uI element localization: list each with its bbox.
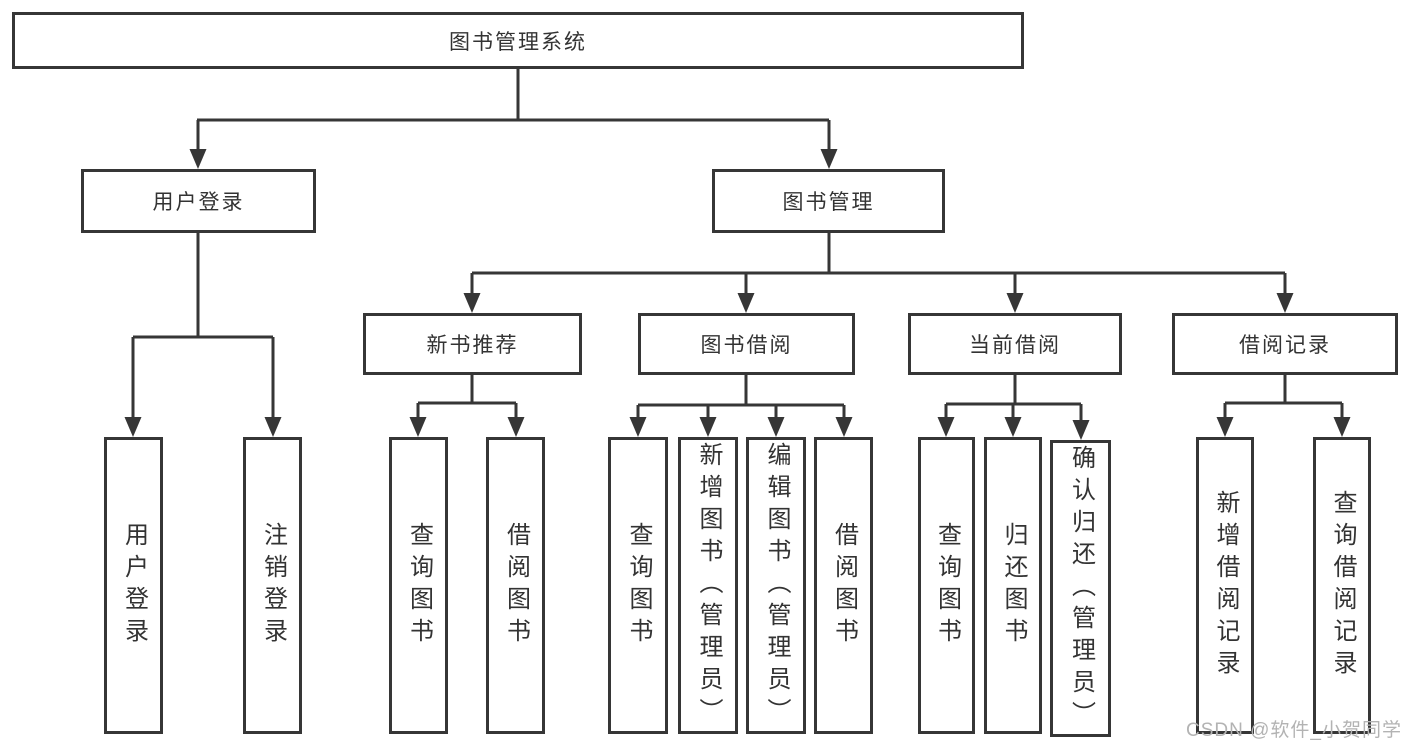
leaf-borrowing-add-books-admin-label: 新增图书（管理员）: [695, 441, 722, 730]
arrowhead-leaf-bb-borrow: [835, 417, 853, 437]
arrowhead-leaf-bb-edit: [767, 417, 785, 437]
node-borrowing-records: 借阅记录: [1172, 313, 1398, 375]
connector-records-to-leaves: [1223, 374, 1344, 420]
leaf-user-login: 用户登录: [104, 437, 163, 734]
connector-userlogin-to-leaves: [131, 232, 275, 420]
arrowhead-leaf-nb-query: [409, 417, 427, 437]
leaf-borrowing-query-books: 查询图书: [608, 437, 668, 734]
leaf-borrowing-edit-books-admin-label: 编辑图书（管理员）: [763, 441, 790, 730]
arrowhead-user-login: [189, 149, 207, 169]
leaf-borrowing-query-books-label: 查询图书: [625, 521, 652, 650]
arrowhead-leaf-br-add: [1216, 417, 1234, 437]
leaf-current-confirm-return-admin: 确认归还（管理员）: [1050, 440, 1111, 737]
leaf-current-confirm-return-admin-label: 确认归还（管理员）: [1067, 444, 1095, 733]
arrowhead-leaf-br-query: [1333, 417, 1351, 437]
arrowhead-leaf-logout: [264, 417, 282, 437]
leaf-borrowing-borrow-books-label: 借阅图书: [830, 521, 858, 650]
node-new-book-recommend-label: 新书推荐: [426, 334, 519, 357]
arrowhead-borrowing-records: [1276, 293, 1294, 313]
leaf-newbook-query-books-label: 查询图书: [405, 521, 433, 650]
arrowhead-leaf-bb-add: [699, 417, 717, 437]
arrowhead-new-book-recommend: [463, 293, 481, 313]
connector-newbook-to-leaves: [416, 374, 518, 420]
leaf-current-return-books: 归还图书: [984, 437, 1042, 734]
leaf-current-query-books: 查询图书: [918, 437, 975, 734]
csdn-watermark: CSDN @软件_小贺同学: [1186, 720, 1402, 741]
node-book-management-label: 图书管理: [782, 191, 875, 214]
node-user-login-label: 用户登录: [152, 191, 245, 214]
arrowhead-leaf-cb-return: [1004, 417, 1022, 437]
arrowhead-book-management: [820, 149, 838, 169]
leaf-borrowing-edit-books-admin: 编辑图书（管理员）: [746, 437, 806, 734]
leaf-newbook-borrow-books-label: 借阅图书: [502, 521, 530, 650]
arrowhead-current-borrowing: [1006, 293, 1024, 313]
leaf-newbook-borrow-books: 借阅图书: [486, 437, 545, 734]
leaf-user-login-label: 用户登录: [120, 521, 148, 650]
node-book-borrowing-label: 图书借阅: [700, 334, 793, 357]
arrowhead-book-borrowing: [737, 293, 755, 313]
connector-root-to-level2: [196, 68, 831, 152]
leaf-logout-label: 注销登录: [259, 521, 287, 650]
node-new-book-recommend: 新书推荐: [363, 313, 582, 375]
node-root-label: 图书管理系统: [449, 30, 587, 54]
leaf-records-add-borrow-record-label: 新增借阅记录: [1212, 489, 1239, 682]
arrowhead-leaf-bb-query: [629, 417, 647, 437]
leaf-borrowing-add-books-admin: 新增图书（管理员）: [678, 437, 738, 734]
node-borrowing-records-label: 借阅记录: [1239, 334, 1331, 357]
node-book-borrowing: 图书借阅: [638, 313, 855, 375]
leaf-current-query-books-label: 查询图书: [933, 521, 961, 650]
connector-currentborrow-to-leaves: [944, 374, 1083, 423]
leaf-records-add-borrow-record: 新增借阅记录: [1196, 437, 1254, 734]
node-current-borrowing-label: 当前借阅: [969, 334, 1061, 357]
node-book-management: 图书管理: [712, 169, 945, 233]
arrowhead-leaf-cb-query: [937, 417, 955, 437]
leaf-logout: 注销登录: [243, 437, 302, 734]
connector-bookborrow-to-leaves: [636, 374, 846, 420]
leaf-records-query-borrow-record: 查询借阅记录: [1313, 437, 1371, 734]
leaf-records-query-borrow-record-label: 查询借阅记录: [1329, 489, 1356, 682]
node-current-borrowing: 当前借阅: [908, 313, 1122, 375]
arrowhead-leaf-user-login: [124, 417, 142, 437]
leaf-newbook-query-books: 查询图书: [389, 437, 448, 734]
connector-bookmgmt-to-level3: [470, 232, 1287, 296]
node-root-library-management-system: 图书管理系统: [12, 12, 1024, 69]
arrowhead-leaf-nb-borrow: [507, 417, 525, 437]
node-user-login: 用户登录: [81, 169, 316, 233]
arrowhead-leaf-cb-confirm: [1072, 420, 1090, 440]
leaf-borrowing-borrow-books: 借阅图书: [814, 437, 873, 734]
leaf-current-return-books-label: 归还图书: [1000, 521, 1027, 650]
